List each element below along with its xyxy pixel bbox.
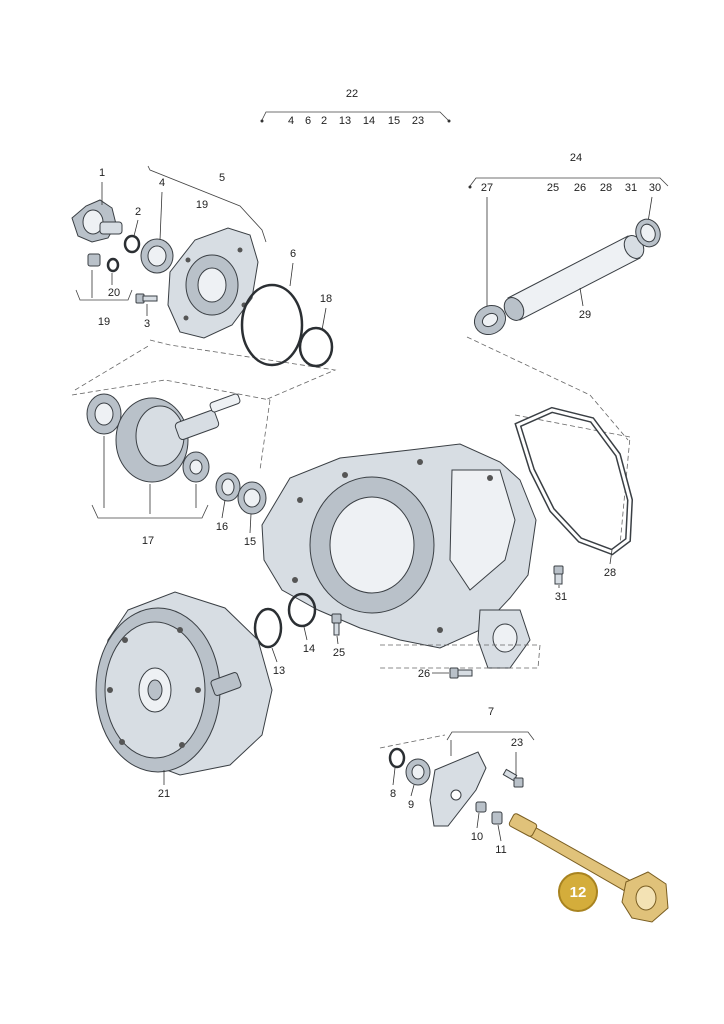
label-21: 21: [158, 788, 170, 800]
part-17-ring-gear: [115, 393, 241, 483]
group-22-item: 6: [305, 115, 311, 127]
group-24-header: 24 27 25 26 28 31 30: [468, 152, 669, 308]
bracket-plate: [429, 751, 487, 827]
label-6: 6: [290, 248, 296, 260]
label-30: 30: [649, 182, 661, 194]
part-3-bolt: [135, 293, 158, 304]
label-1: 1: [99, 167, 105, 179]
part-10-bushing: [475, 801, 487, 813]
part-20-ring: [106, 257, 120, 273]
group-22-item: 4: [288, 115, 294, 127]
group-22-item: 23: [412, 115, 424, 127]
label-23: 23: [511, 737, 523, 749]
label-10: 10: [471, 831, 483, 843]
gearbox-housing: [261, 414, 631, 669]
label-29: 29: [579, 309, 591, 321]
label-17: 17: [142, 535, 154, 547]
label-19-bottom: 19: [98, 316, 110, 328]
group-24-item: 25: [547, 182, 559, 194]
group-22-item: 14: [363, 115, 375, 127]
group-24-item: 26: [574, 182, 586, 194]
part-4-seal: [140, 238, 174, 274]
group-24-item: 31: [625, 182, 637, 194]
part-21-clutch: [95, 591, 273, 776]
group-7-header: 7 23: [379, 706, 535, 778]
bearing-left: [86, 393, 122, 435]
part-9-bearing: [405, 758, 431, 786]
label-15: 15: [244, 536, 256, 548]
part-29-tube: [503, 235, 645, 321]
label-11: 11: [495, 844, 506, 856]
part-18-oring: [298, 326, 334, 368]
part-1-flange: [71, 199, 123, 243]
part-25-bolt: [331, 613, 342, 636]
part-5-cover: [167, 227, 259, 339]
part-27-seal: [473, 304, 507, 336]
pinion-assembly: 17 16 15: [71, 379, 271, 548]
part-30-ring: [635, 218, 661, 248]
label-12: 12: [570, 884, 587, 901]
label-14: 14: [303, 643, 315, 655]
group-22-item: 13: [339, 115, 351, 127]
label-7: 7: [488, 706, 494, 718]
label-9: 9: [408, 799, 414, 811]
part-31-bolt: [553, 565, 564, 585]
label-13: 13: [273, 665, 285, 677]
group-22-item: 15: [388, 115, 400, 127]
label-18: 18: [320, 293, 332, 305]
label-8: 8: [390, 788, 396, 800]
part-23-bolt: [502, 768, 524, 788]
part-6-oring: [240, 283, 304, 367]
part-19-plug: [87, 253, 101, 267]
label-19-top: 19: [196, 199, 208, 211]
part-14-ring: [287, 592, 317, 628]
label-5: 5: [219, 172, 225, 184]
group-22-header: 22 4 6 2 13 14 15 23: [260, 88, 451, 127]
label-3: 3: [144, 318, 150, 330]
part-8-ring: [388, 747, 406, 769]
part-28-gasket: [514, 406, 634, 556]
label-24: 24: [570, 152, 582, 164]
label-4: 4: [159, 177, 165, 189]
group-22-item: 2: [321, 115, 327, 127]
label-20: 20: [108, 287, 120, 299]
group-24-item: 28: [600, 182, 612, 194]
label-2: 2: [135, 206, 141, 218]
badge-12: 12: [558, 872, 598, 912]
part-26-bolt: [449, 667, 473, 679]
label-31: 31: [555, 591, 567, 603]
label-22: 22: [346, 88, 358, 100]
part-13-ring: [253, 607, 283, 649]
label-28: 28: [604, 567, 616, 579]
part-12-driveshaft: [508, 813, 669, 923]
label-26: 26: [418, 668, 430, 680]
bearing-right: [182, 451, 210, 483]
flange-assembly: 1 2 4 5 19 6 18: [71, 165, 337, 401]
part-11-stud: [491, 811, 503, 825]
label-16: 16: [216, 521, 228, 533]
label-25: 25: [333, 647, 345, 659]
part-2-ring: [123, 234, 141, 254]
label-27: 27: [481, 182, 493, 194]
